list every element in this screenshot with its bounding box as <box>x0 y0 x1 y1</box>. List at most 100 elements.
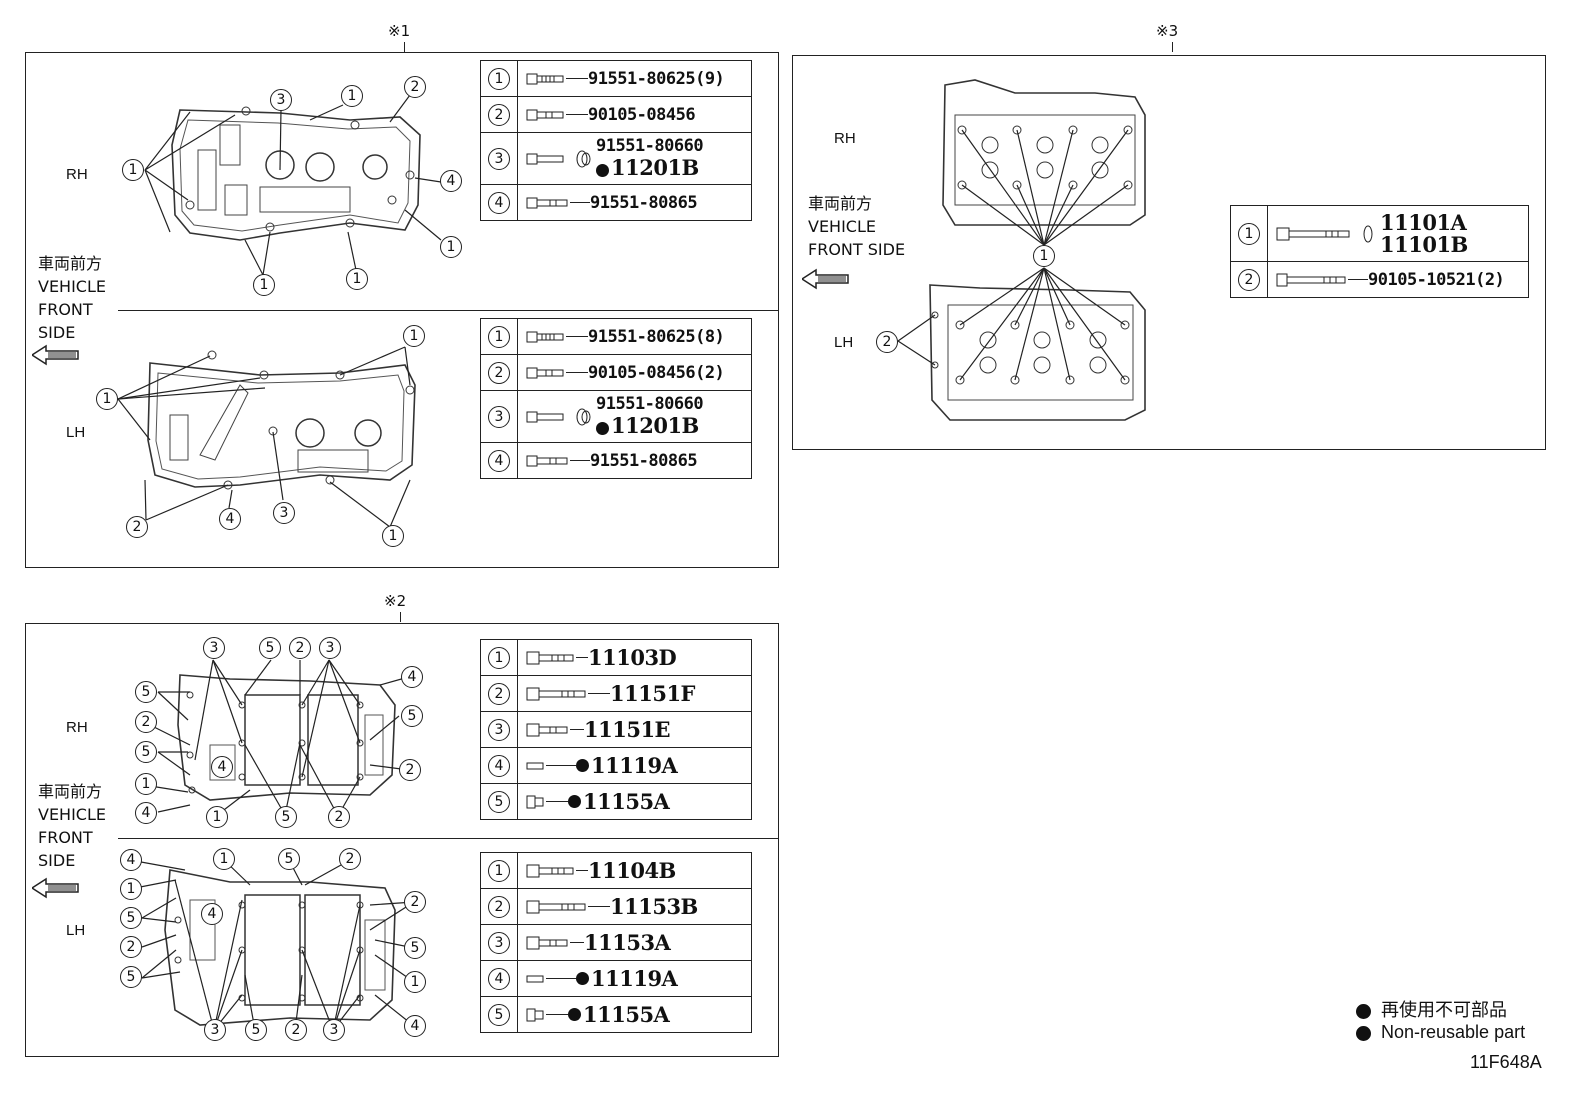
bolt-grommet-icon <box>526 408 591 425</box>
panel1-front-arrow-icon <box>32 344 79 366</box>
panel2-lh-callout-4b: 4 <box>201 903 223 925</box>
panel2-rh-parts-table: 1 11103D 2 11151F 3 11151E 4 11119A 5 11… <box>480 639 752 820</box>
panel3-vehicle-front-label: 車両前方 VEHICLE FRONT SIDE <box>808 194 906 259</box>
row-num: 2 <box>488 895 510 918</box>
panel1-lh-callout-1c: 1 <box>382 525 404 547</box>
panel2-lh-callout-4a: 4 <box>120 849 142 871</box>
panel2-rh-callout-1a: 1 <box>135 773 157 795</box>
non-reusable-dot-icon <box>1356 1003 1371 1019</box>
row-num: 1 <box>1238 222 1260 245</box>
part-number: 11101A <box>1380 209 1467 235</box>
part-number: 90105-08456(2) <box>588 362 725 383</box>
figure-code: 11F648A <box>1470 1052 1542 1072</box>
part-number: 91551-80625(9) <box>588 68 725 89</box>
panel2-rh-callout-5c: 5 <box>135 741 157 763</box>
footnote-en: Non-reusable part <box>1356 1022 1525 1043</box>
panel2-lh-callout-1c: 1 <box>404 971 426 993</box>
row-num: 1 <box>488 859 510 882</box>
bolt-long-icon <box>526 455 568 466</box>
panel3-lh-label: LH <box>834 334 854 351</box>
part-number: 91551-80660 <box>596 394 704 414</box>
panel1-rh-callout-1c: 1 <box>440 236 462 258</box>
non-reusable-dot-icon <box>568 795 581 808</box>
pin-icon <box>526 975 544 982</box>
row-num: 1 <box>488 325 510 348</box>
panel1-rh-cover-drawing <box>171 106 421 241</box>
pin-icon <box>526 762 544 769</box>
panel2-rh-callout-5e: 5 <box>401 705 423 727</box>
bolt-icon <box>526 367 564 378</box>
panel1-rh-callout-1d: 1 <box>346 268 368 290</box>
row-num: 3 <box>488 147 510 170</box>
bolt-grommet-icon <box>526 150 591 167</box>
panel2-rh-callout-4c: 4 <box>211 756 233 778</box>
bolt-long-icon <box>526 687 586 700</box>
panel2-lh-callout-4c: 4 <box>404 1015 426 1037</box>
panel1-rh-parts-table: 1 91551-80625(9) 2 90105-08456 3 91551-8… <box>480 60 752 221</box>
panel2-tick <box>400 612 401 622</box>
panel2-rh-callout-5b: 5 <box>135 681 157 703</box>
bolt-flange-icon <box>526 73 564 84</box>
row-num: 4 <box>488 967 510 990</box>
panel2-lh-callout-5c: 5 <box>278 848 300 870</box>
part-number: 11153A <box>584 930 671 955</box>
panel1-lh-cover-drawing <box>147 350 416 490</box>
panel1-rh-callout-1a: 1 <box>122 159 144 181</box>
panel3-rh-label: RH <box>834 130 856 147</box>
part-number: 90105-08456 <box>588 104 696 125</box>
part-number-2: 11101B <box>1380 231 1468 257</box>
row-num: 5 <box>488 1003 510 1026</box>
part-number: 11104B <box>588 858 676 883</box>
part-number: 11155A <box>583 1002 670 1027</box>
panel2-rh-callout-5d: 5 <box>275 806 297 828</box>
panel2-rh-callout-4a: 4 <box>401 666 423 688</box>
bolt-short-icon <box>526 723 568 736</box>
panel3-parts-table: 1 11101A 11101B 2 90105-10521(2) <box>1230 205 1529 298</box>
row-num: 2 <box>488 361 510 384</box>
panel1-rh-callout-3: 3 <box>270 89 292 111</box>
panel2-lh-callout-5e: 5 <box>245 1019 267 1041</box>
panel2-lh-callout-2a: 2 <box>120 936 142 958</box>
panel2-lh-head-drawing <box>164 869 396 1026</box>
panel2-rh-callout-2a: 2 <box>289 637 311 659</box>
panel2-front-arrow-icon <box>32 877 79 899</box>
non-reusable-dot-icon <box>1356 1025 1371 1041</box>
part-number: 11151E <box>584 717 671 742</box>
part-number: 91551-80865 <box>590 192 698 213</box>
panel1-lh-callout-1a: 1 <box>96 388 118 410</box>
part-number: 91551-80660 <box>596 136 704 156</box>
panel2-lh-callout-2b: 2 <box>339 848 361 870</box>
panel3-mark: ※3 <box>1156 22 1179 40</box>
bolt-icon <box>526 864 574 877</box>
panel1-rh-label: RH <box>66 166 88 183</box>
panel1-lh-callout-1b: 1 <box>403 325 425 347</box>
panel2-lh-callout-1a: 1 <box>120 878 142 900</box>
panel2-vehicle-front-label: 車両前方 VEHICLE FRONT SIDE <box>38 782 106 870</box>
panel2-lh-callout-2c: 2 <box>404 891 426 913</box>
panel2-rh-callout-4b: 4 <box>135 802 157 824</box>
row-num: 1 <box>488 67 510 90</box>
panel2-lh-parts-table: 1 11104B 2 11153B 3 11153A 4 11119A 5 11… <box>480 852 752 1033</box>
panel1-lh-callout-4: 4 <box>219 508 241 530</box>
panel3-tick <box>1172 42 1173 52</box>
bolt-long-icon <box>526 900 586 913</box>
panel2-lh-callout-3a: 3 <box>204 1019 226 1041</box>
bolt-long-icon <box>526 197 568 208</box>
footnote-jp: 再使用不可部品 <box>1356 996 1507 1022</box>
panel2-rh-callout-3a: 3 <box>203 637 225 659</box>
non-reusable-dot-icon <box>596 164 609 178</box>
part-number: 11155A <box>583 789 670 814</box>
part-number: 11119A <box>591 753 678 778</box>
panel2-rh-callout-1b: 1 <box>206 806 228 828</box>
panel1-mark: ※1 <box>388 22 411 40</box>
panel2-lh-callout-5b: 5 <box>120 966 142 988</box>
panel2-lh-label: LH <box>66 922 86 939</box>
panel3-front-arrow-icon <box>802 268 849 290</box>
non-reusable-dot-icon <box>596 422 609 436</box>
non-reusable-dot-icon <box>576 972 589 985</box>
bolt-icon <box>526 109 564 120</box>
panel2-lh-callout-5d: 5 <box>404 937 426 959</box>
panel2-rh-head-drawing <box>177 674 396 801</box>
panel1-lh-parts-table: 1 91551-80625(8) 2 90105-08456(2) 3 9155… <box>480 318 752 479</box>
part-number: 11151F <box>610 681 695 706</box>
